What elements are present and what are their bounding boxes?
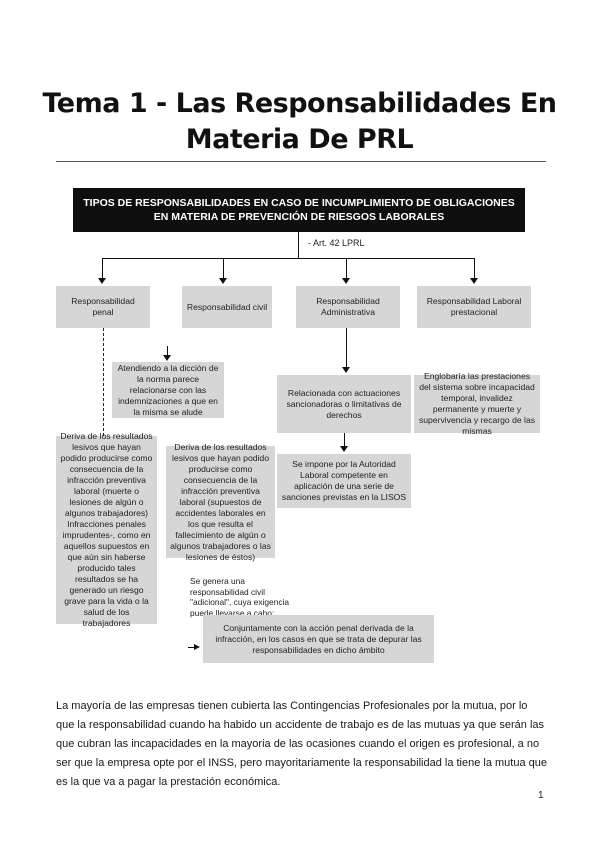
page-title-line-2: Materia De PRL (185, 124, 414, 155)
connector-penal (102, 258, 103, 278)
laboral-detail-box: Englobaría las prestaciones del sistema … (414, 371, 540, 436)
arrow-admin-down (342, 367, 350, 373)
admin-box-2: Se impone por la Autoridad Laboral compe… (277, 454, 411, 508)
category-administrativa: Responsabilidad Administrativa (296, 286, 400, 328)
connector-civil (223, 258, 224, 278)
category-laboral: Responsabilidad Laboral prestacional (417, 286, 531, 328)
connector-laboral (474, 258, 475, 278)
admin-box-1: Relacionada con actuaciones sancionadora… (277, 375, 411, 433)
category-penal: Responsabilidad penal (56, 286, 150, 328)
title-divider (56, 161, 546, 162)
article-reference: - Art. 42 LPRL (308, 238, 365, 248)
page-number: 1 (538, 790, 544, 801)
diagram-header: TIPOS DE RESPONSABILIDADES EN CASO DE IN… (73, 188, 525, 232)
arrow-civil-note (163, 355, 171, 361)
connector-admin (346, 258, 347, 278)
arrow-penal (98, 278, 106, 284)
category-civil: Responsabilidad civil (182, 286, 272, 328)
connector-civil-note (167, 346, 168, 356)
civil-note-box: Atendiendo a la dicción de la norma pare… (112, 362, 224, 418)
body-paragraph: La mayoría de las empresas tienen cubier… (56, 700, 547, 788)
connector-admin-down (346, 328, 347, 368)
conjunto-box: Conjuntamente con la acción penal deriva… (203, 615, 434, 663)
arrow-laboral (470, 278, 478, 284)
arrow-admin (342, 278, 350, 284)
additional-civil-note: Se genera una responsabilidad civil "adi… (190, 576, 290, 618)
penal-dashed-connector (103, 328, 104, 436)
civil-detail-box: Deriva de los resultados lesivos que hay… (166, 442, 275, 562)
page-title-line-1: Tema 1 - Las Responsabilidades En (42, 88, 557, 119)
connector-admin-2 (344, 433, 345, 447)
arrow-civil (219, 278, 227, 284)
connector-conjunto (188, 647, 194, 648)
connector-horizontal (102, 258, 475, 259)
arrow-conjunto (194, 644, 200, 650)
penal-detail-box: Deriva de los resultados lesivos que hay… (56, 431, 157, 628)
connector-stem (298, 232, 299, 258)
arrow-admin-2 (340, 446, 348, 452)
